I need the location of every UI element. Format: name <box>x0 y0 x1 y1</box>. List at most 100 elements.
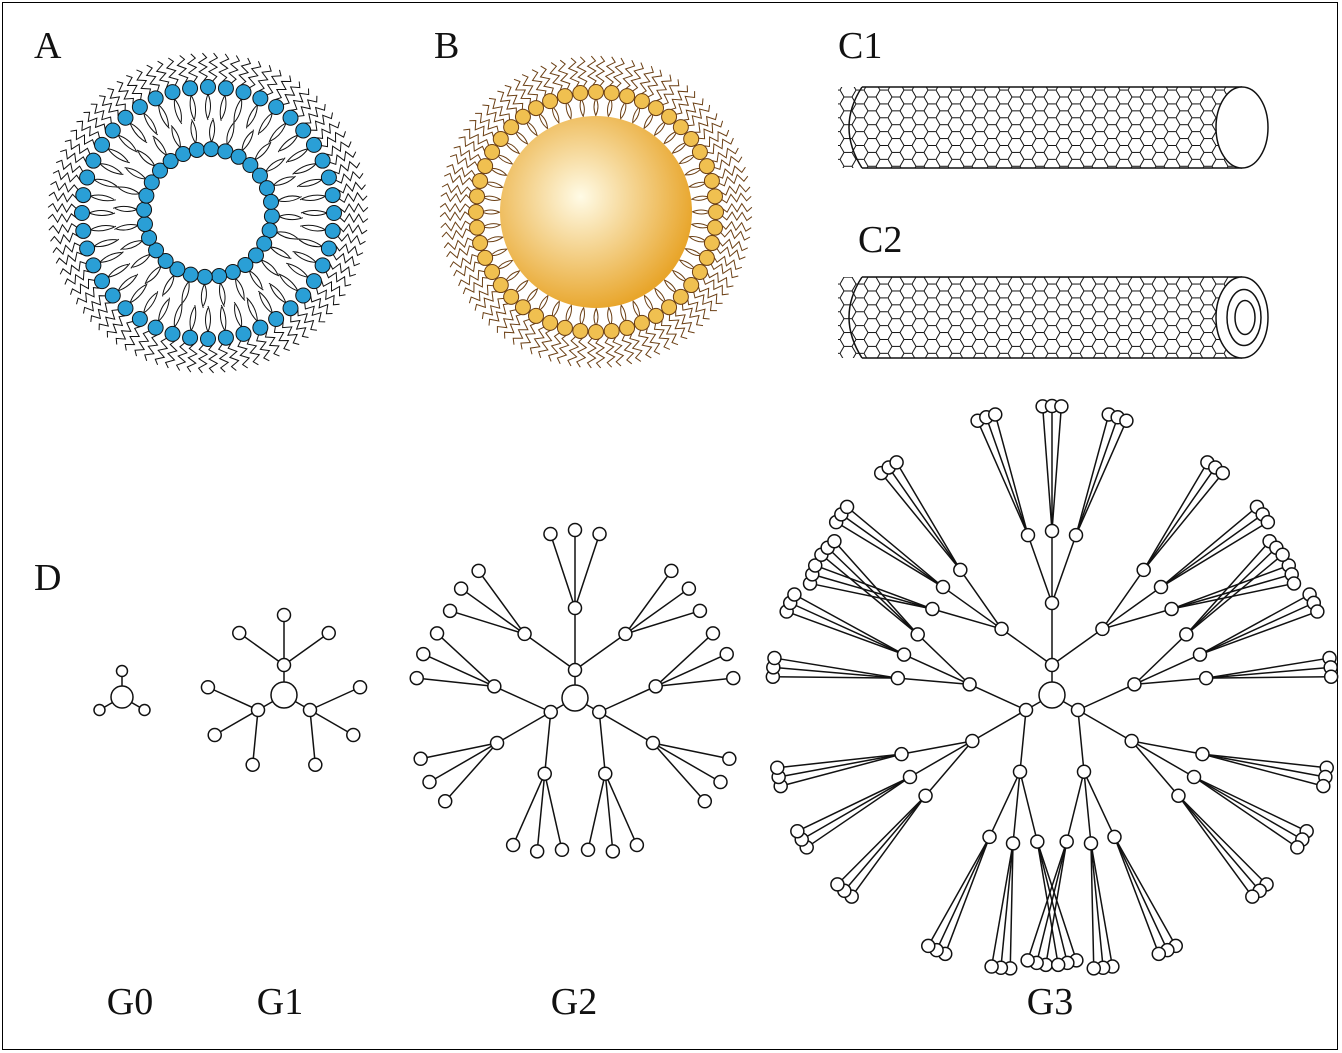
bilayer-tail <box>294 164 316 174</box>
dendrimer-node <box>593 706 606 719</box>
dendrimer-bond <box>1078 710 1084 772</box>
dendrimer-node <box>1165 602 1178 615</box>
outer-lipid-tail <box>166 341 177 368</box>
outer-lipid-tail <box>188 54 198 82</box>
inner-tail <box>506 271 519 281</box>
lipid-head <box>649 308 664 323</box>
outer-lipid-tail <box>117 82 134 105</box>
outer-lipid-tail <box>238 341 249 368</box>
lipid-head <box>573 323 588 338</box>
bilayer-tail <box>130 123 146 141</box>
bilayer-tail <box>144 293 157 313</box>
outer-lipid-head <box>80 241 95 256</box>
bilayer-tail <box>288 149 308 162</box>
outer-lipid-head <box>183 81 198 96</box>
single-wall-nanotube <box>838 87 1268 168</box>
inner-tail <box>596 98 598 115</box>
lipid-tail <box>505 314 523 338</box>
bilayer-tail <box>242 131 253 150</box>
outer-lipid-tail <box>147 65 160 91</box>
bilayer-tail <box>108 264 128 277</box>
outer-lipid-tail <box>53 171 80 182</box>
dendrimer-bond <box>836 522 943 587</box>
dendrimer-bond <box>1052 406 1061 531</box>
lipid-tail <box>613 336 623 366</box>
bilayer-tail <box>145 266 161 284</box>
dendrimer-node <box>966 735 979 748</box>
bilayer-tail <box>266 158 285 172</box>
outer-lipid-head <box>321 241 336 256</box>
dendrimer-terminal-node <box>309 758 322 771</box>
lipid-tail <box>463 278 489 295</box>
inner-tail <box>527 122 538 136</box>
outer-lipid-tail <box>305 104 326 123</box>
inner-tail <box>692 210 710 212</box>
dendrimer-node <box>423 776 436 789</box>
outer-lipid-tail <box>84 112 106 130</box>
lipid-head <box>662 300 677 315</box>
outer-lipid-head <box>218 81 233 96</box>
outer-lipid-tail <box>99 96 118 117</box>
dendrimer-bond <box>1084 772 1114 837</box>
outer-lipid-head <box>86 258 101 273</box>
dendrimer-bond <box>1194 777 1302 840</box>
dendrimer-node <box>1055 400 1068 413</box>
bilayer-tail <box>293 252 317 263</box>
inner-tail <box>539 113 548 128</box>
lipid-tail <box>662 79 679 105</box>
dendrimer-bond <box>1161 507 1257 587</box>
dendrimer-bond <box>545 712 551 774</box>
inner-lipid-head <box>189 142 204 157</box>
dendrimer-terminal-node <box>201 681 214 694</box>
dendrimer-node <box>926 602 939 615</box>
lipid-tail <box>648 70 662 97</box>
bilayer-tail <box>144 113 158 135</box>
dendrimer-node <box>1200 672 1213 685</box>
outer-lipid-tail <box>71 130 95 145</box>
bilayer-tail <box>269 283 286 303</box>
dendrimer-bond <box>310 710 353 735</box>
panel-label-c2: C2 <box>858 219 902 261</box>
dendrimer-core <box>271 682 297 708</box>
dendrimer-node <box>606 845 619 858</box>
lipid-tail <box>459 271 485 286</box>
dendrimer-node <box>1070 529 1083 542</box>
inner-tail <box>673 271 686 281</box>
inner-tail <box>539 296 548 311</box>
dendrimer-node <box>693 604 706 617</box>
inner-lipid-head <box>259 181 274 196</box>
lipid-head <box>478 159 493 174</box>
dendrimer-bond <box>1178 796 1259 891</box>
outer-lipid-head <box>325 223 340 238</box>
dendrimer-node <box>698 795 711 808</box>
outer-lipid-tail <box>305 303 326 322</box>
lipid-head <box>684 278 699 293</box>
dendrimer-bond <box>918 634 970 684</box>
lipid-tail <box>577 337 587 367</box>
dendrimer-node <box>414 752 427 765</box>
outer-lipid-tail <box>298 310 317 331</box>
dendrimer-bond <box>821 555 917 635</box>
dendrimer-bond <box>1076 421 1126 535</box>
inner-tail <box>654 122 665 136</box>
outer-lipid-tail <box>51 182 79 192</box>
dendrimer-bond <box>1078 684 1134 710</box>
inner-tail <box>672 143 686 154</box>
outer-lipid-head <box>269 311 284 326</box>
dendrimer-node <box>1046 659 1059 672</box>
lipid-tail <box>588 338 596 368</box>
dendrimer-node <box>1120 414 1133 427</box>
inner-tail <box>497 155 512 164</box>
outer-lipid-head <box>132 311 147 326</box>
bilayer-tail <box>247 298 258 322</box>
dendrimer-bond <box>1200 612 1317 655</box>
lipid-tail <box>588 56 597 86</box>
dendrimer-node <box>417 648 430 661</box>
outer-lipid-tail <box>311 296 333 314</box>
dendrimer-node <box>1137 563 1150 576</box>
lipid-head <box>493 131 508 146</box>
dendrimer-node <box>1046 525 1059 538</box>
outer-lipid-head <box>132 100 147 115</box>
lipid-head <box>478 250 493 265</box>
lipid-core <box>500 116 692 308</box>
